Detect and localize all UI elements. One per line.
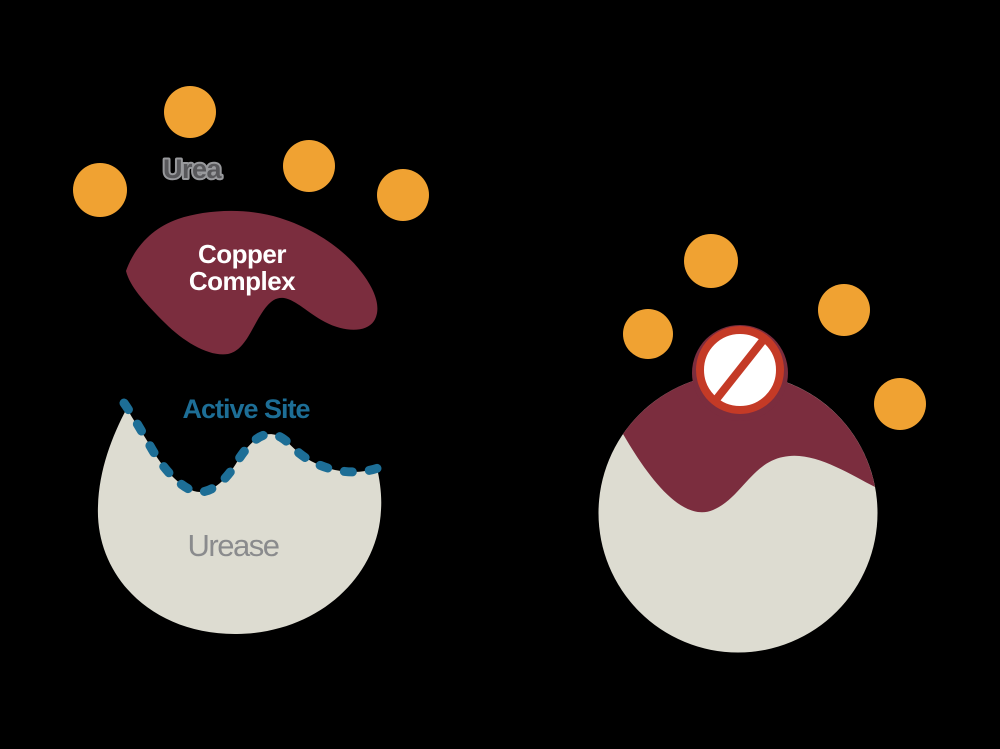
copper-complex-blocking-dome xyxy=(623,373,875,513)
copper-complex-shape xyxy=(126,210,378,355)
prohibition-icon xyxy=(696,326,784,414)
urea-molecule xyxy=(874,378,926,430)
urea-molecule xyxy=(164,86,216,138)
active-site-label: Active Site xyxy=(182,394,310,424)
urea-molecule xyxy=(283,140,335,192)
urease-label: Urease xyxy=(188,528,279,563)
blocked-enzyme-panel xyxy=(598,234,926,653)
free-enzyme-panel: Urea Copper Complex Active Site Urease xyxy=(73,86,429,635)
urease-body xyxy=(97,408,382,635)
urea-molecule xyxy=(684,234,738,288)
active-site-dashed-line xyxy=(119,398,394,497)
urea-molecule xyxy=(818,284,870,336)
urea-molecule xyxy=(73,163,127,217)
copper-complex-label-line1: Copper xyxy=(198,239,286,269)
urea-molecule xyxy=(377,169,429,221)
prohibition-slash xyxy=(711,336,768,404)
copper-complex-label-line2: Complex xyxy=(189,266,296,296)
urea-label: Urea xyxy=(163,154,223,184)
urea-molecule xyxy=(623,309,673,359)
